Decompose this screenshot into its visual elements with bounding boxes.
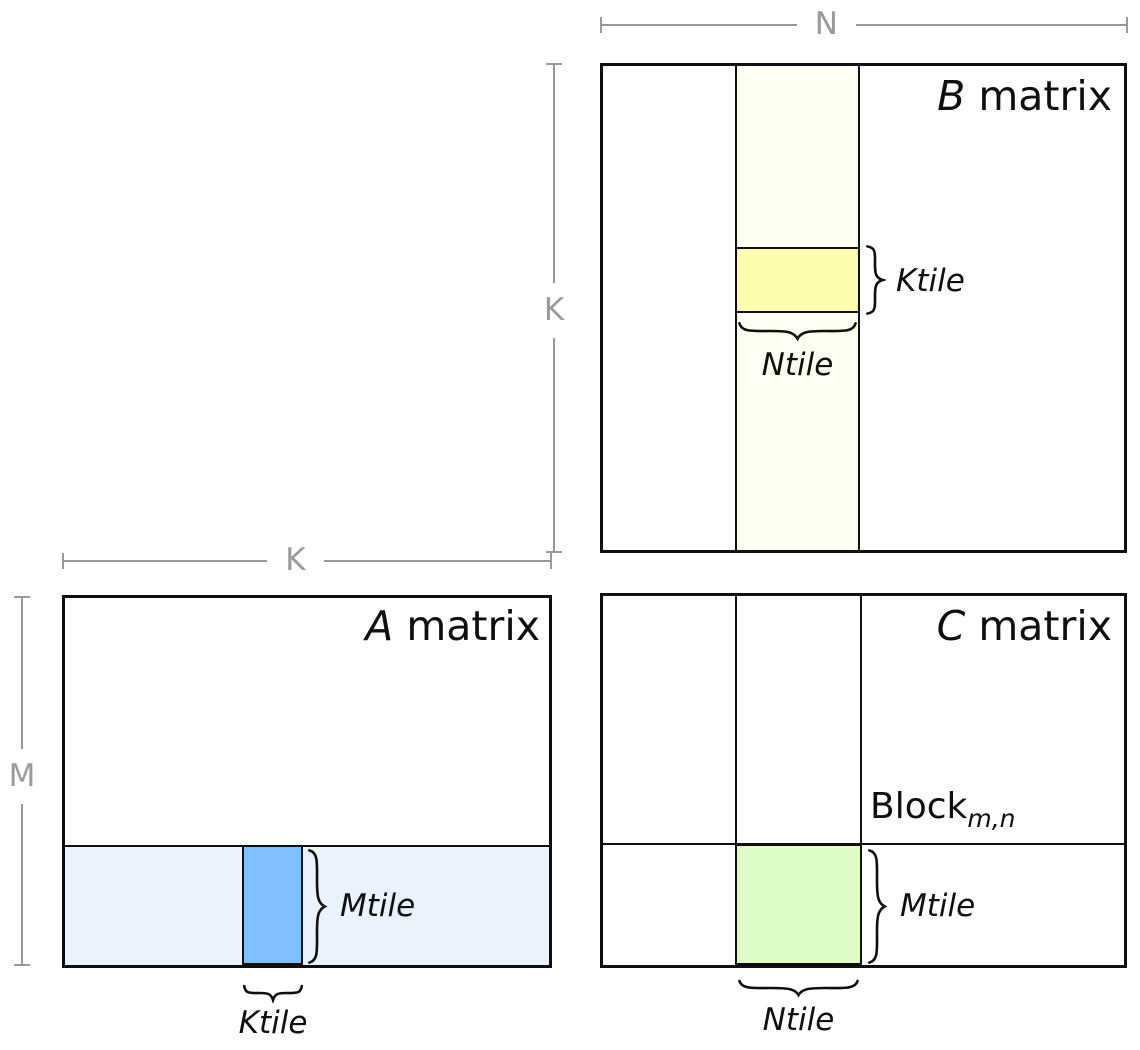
dimension-label-k: K: [543, 291, 565, 328]
c-mtile-brace: [866, 848, 888, 965]
dimension-segment: [323, 560, 550, 562]
dimension-segment: [553, 65, 555, 283]
c-row-divider-line: [603, 843, 1124, 846]
b-ktile-label: Ktile: [896, 263, 965, 299]
c-column-line-left: [735, 596, 737, 844]
a-row-strip: [65, 845, 549, 965]
dimension-line-k-horizontal: K: [62, 544, 552, 578]
dimension-tick: [546, 551, 562, 553]
a-mtile-label: Mtile: [340, 888, 416, 924]
b-ktile-brace: [864, 245, 886, 315]
dimension-line-n: N: [600, 8, 1128, 42]
dimension-segment: [21, 804, 23, 964]
dimension-segment: [855, 24, 1126, 26]
dimension-label-m: M: [8, 758, 36, 795]
dimension-segment: [64, 560, 268, 562]
dimension-line-m: M: [5, 596, 39, 966]
c-ntile-brace: [737, 978, 860, 998]
dimension-label-k: K: [285, 541, 306, 578]
c-ntile-label: Ntile: [762, 1002, 835, 1038]
a-ktile-label: Ktile: [238, 1005, 308, 1041]
a-mtile-ktile-tile: [242, 845, 303, 965]
dimension-tick: [600, 17, 602, 33]
c-matrix-title: C matrix: [936, 602, 1112, 650]
b-matrix-rect: [600, 63, 1127, 553]
c-column-line-right: [860, 596, 862, 844]
a-matrix-title: A matrix: [365, 602, 540, 650]
b-ntile-label: Ntile: [761, 347, 834, 383]
dimension-tick: [14, 964, 30, 966]
dimension-segment: [602, 24, 797, 26]
c-matrix-rect: [600, 593, 1127, 968]
b-matrix-title: B matrix: [937, 72, 1112, 120]
dimension-segment: [21, 598, 23, 750]
dimension-tick: [1126, 17, 1128, 33]
dimension-tick: [550, 553, 552, 569]
dimension-tick: [546, 63, 562, 65]
dimension-tick: [62, 553, 64, 569]
dimension-segment: [553, 337, 555, 551]
c-block-annotation: Blockm,n: [870, 786, 1016, 833]
dimension-line-k-vertical: K: [537, 63, 571, 553]
a-mtile-brace: [306, 848, 328, 965]
dimension-label-n: N: [814, 5, 838, 42]
dimension-tick: [14, 596, 30, 598]
a-ktile-brace: [243, 983, 303, 1003]
b-ntile-brace: [737, 320, 858, 342]
c-block-tile: [735, 844, 862, 965]
c-mtile-label: Mtile: [900, 888, 976, 924]
b-ktile-ntile-tile: [735, 247, 860, 313]
